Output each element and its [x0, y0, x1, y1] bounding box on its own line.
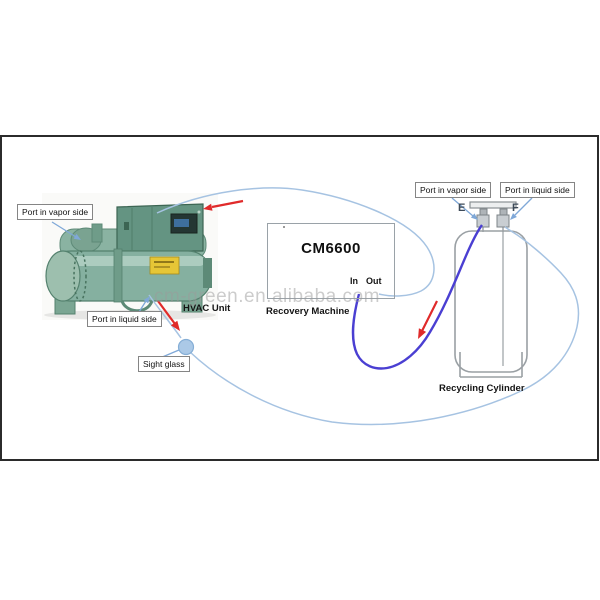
recovery-in-label: In: [350, 276, 358, 286]
hvac-liquid-port-pipe: [120, 300, 154, 313]
caption-hvac-unit: HVAC Unit: [183, 303, 231, 314]
red-arrowhead: [203, 203, 213, 211]
hvac-end-cap: [45, 250, 81, 302]
warning-label: [149, 256, 180, 275]
sight-glass-symbol: [177, 338, 195, 356]
cylinder-valve-f: [496, 208, 510, 228]
box-corner-mark: [283, 226, 285, 228]
hvac-control-box: [116, 203, 204, 252]
cylinder-valve-e: [476, 208, 490, 228]
pointer-arrowhead: [470, 213, 478, 220]
caption-recovery-machine: Recovery Machine: [266, 306, 350, 317]
pointer-arrowhead: [143, 296, 150, 304]
label-cylinder-vapor-port: Port in vapor side: [415, 182, 492, 199]
recovery-model-label: CM6600: [301, 240, 361, 257]
label-sight-glass: Sight glass: [138, 356, 190, 373]
cylinder-cap-plate: [469, 201, 517, 209]
recovery-hose-dark-blue: [351, 224, 483, 370]
label-hvac-liquid-port: Port in liquid side: [87, 311, 162, 328]
recovery-out-label: Out: [366, 276, 382, 286]
port-letter-e: E: [458, 202, 466, 214]
vapor-hose-top-arc: [156, 187, 435, 297]
red-arrowhead: [170, 320, 180, 331]
label-hvac-vapor-port: Port in vapor side: [17, 204, 94, 221]
caption-recycling-cylinder: Recycling Cylinder: [439, 383, 525, 394]
port-letter-f: F: [512, 202, 519, 214]
watermark-text: cm-green.en.alibaba.com: [154, 286, 380, 307]
liquid-hose-bottom-sweep: [148, 226, 580, 426]
red-arrowhead: [418, 328, 427, 339]
recycling-cylinder-drawing: [454, 201, 528, 378]
label-cylinder-liquid-port: Port in liquid side: [500, 182, 575, 199]
pointer-arrowhead: [510, 213, 517, 220]
label-pointer-arrows: [51, 197, 533, 359]
flow-arrows-red: [157, 199, 438, 339]
recovery-machine-box: CM6600: [267, 223, 395, 299]
pointer-arrowhead: [73, 233, 81, 240]
